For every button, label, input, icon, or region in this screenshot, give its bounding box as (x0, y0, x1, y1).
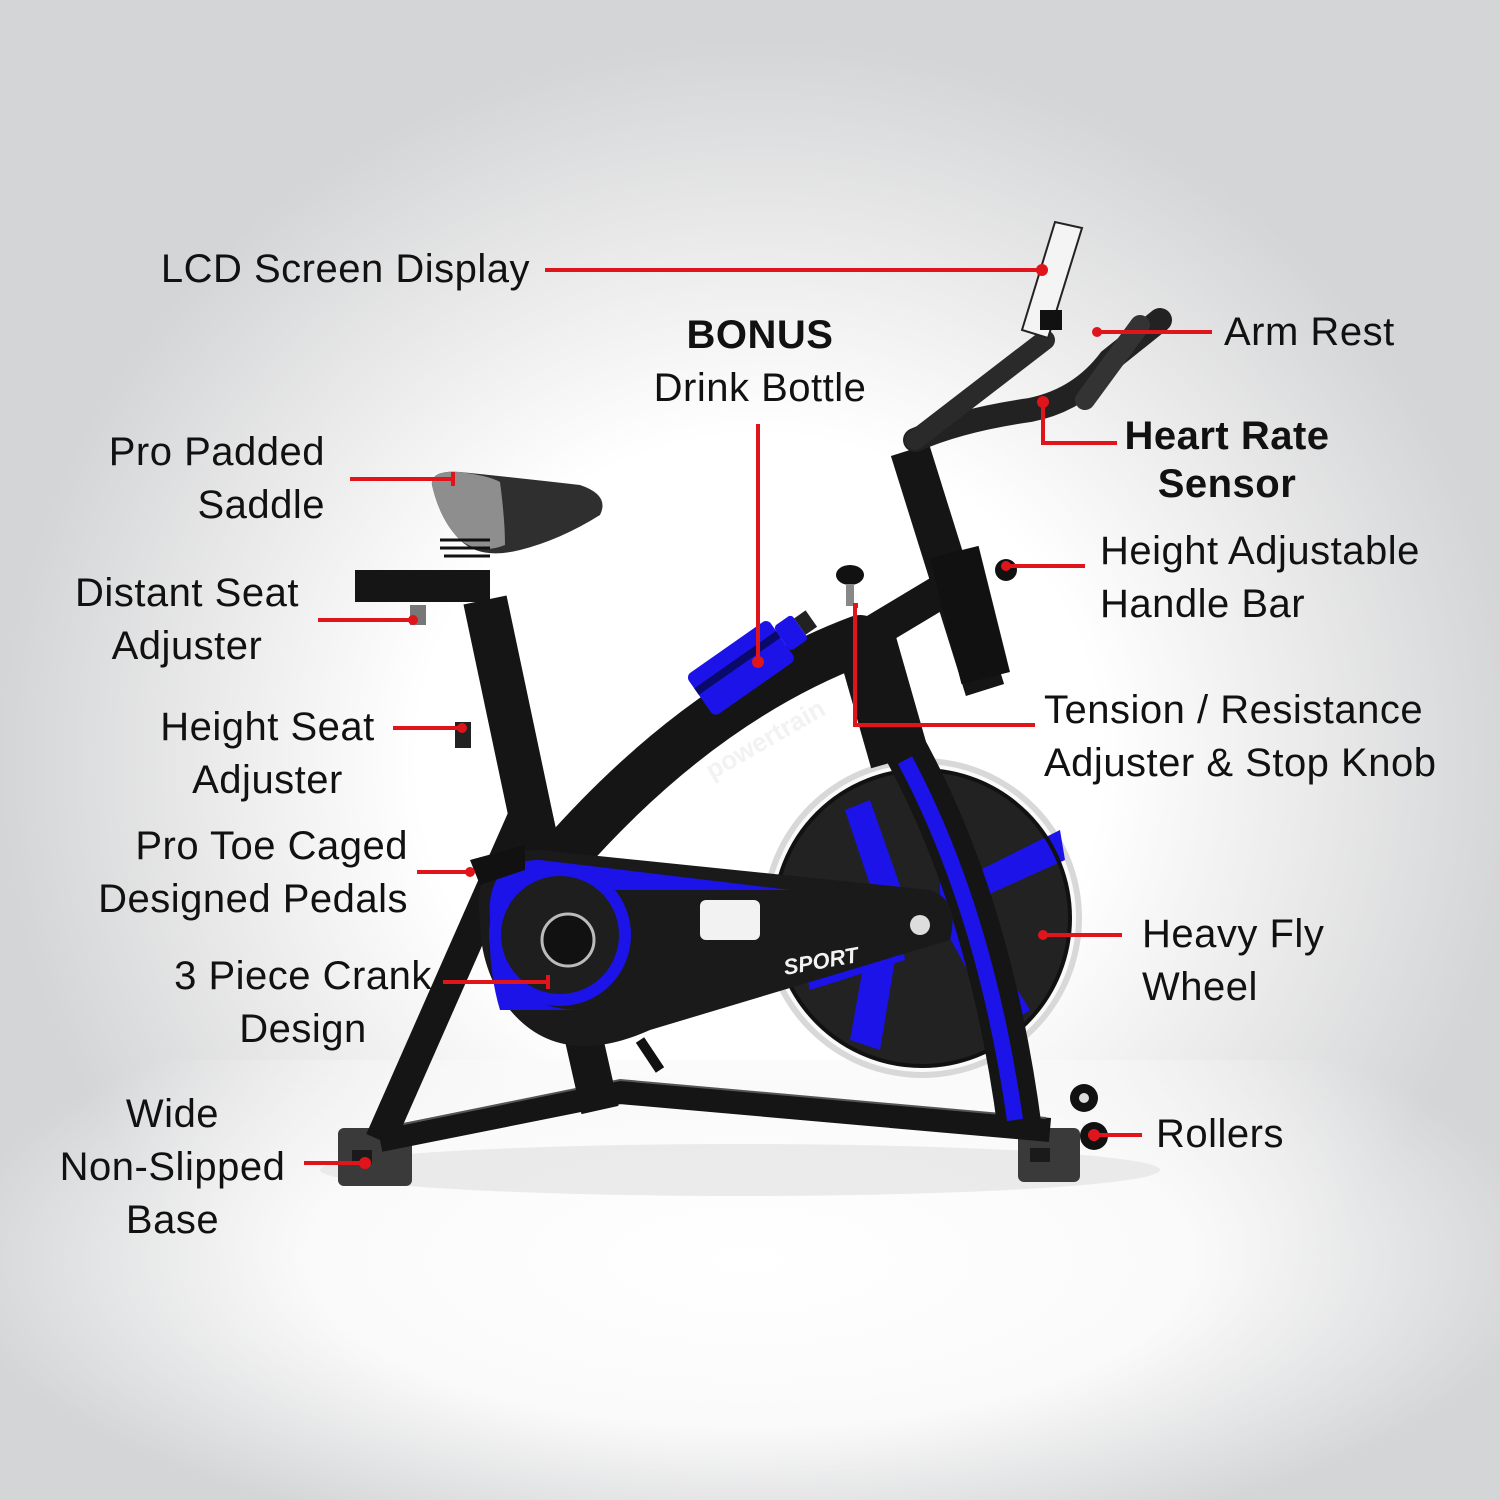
callout-tension-resistance-adjuster: Tension / Resistance Adjuster & Stop Kno… (1044, 684, 1436, 790)
callout-text: Non-Slipped (59, 1145, 286, 1189)
bonus-title: BONUS (686, 313, 834, 357)
callout-text: Pro Padded (108, 430, 325, 474)
callout-text: Tension / Resistance (1044, 688, 1424, 732)
lcd-screen (1020, 220, 1084, 340)
saddle (431, 471, 603, 558)
callout-text: Arm Rest (1224, 310, 1395, 354)
callout-height-adjustable-handle-bar: Height Adjustable Handle Bar (1100, 525, 1420, 631)
callout-rollers: Rollers (1156, 1108, 1284, 1161)
callout-arm-rest: Arm Rest (1224, 306, 1395, 359)
callout-text: Wide (125, 1092, 220, 1136)
callout-text: Adjuster & Stop Knob (1044, 741, 1437, 785)
callout-wide-non-slipped-base: Wide Non-Slipped Base (40, 1088, 305, 1247)
callout-pro-padded-saddle: Pro Padded Saddle (60, 426, 325, 532)
floor-highlight (0, 1060, 1500, 1500)
chain-guard: SPORT (478, 850, 953, 1046)
leader-lines (304, 268, 1212, 1165)
callout-text: Handle Bar (1100, 582, 1306, 626)
callout-text: Distant Seat (75, 571, 299, 615)
callout-heart-rate-sensor: Heart Rate Sensor (1112, 412, 1342, 508)
callout-text: Height Adjustable (1100, 529, 1420, 573)
callout-text: Design (239, 1007, 367, 1051)
callout-3-piece-crank: 3 Piece Crank Design (158, 950, 448, 1056)
callout-text: Heavy Fly (1142, 912, 1325, 956)
callout-text: Adjuster (111, 624, 263, 668)
callout-text: Height Seat (160, 705, 375, 749)
callout-distant-seat-adjuster: Distant Seat Adjuster (62, 567, 312, 673)
callout-text: LCD Screen Display (160, 247, 530, 291)
callout-text: Pro Toe Caged (135, 824, 408, 868)
callout-text: Drink Bottle (653, 366, 867, 410)
callout-text: Wheel (1142, 965, 1258, 1009)
callout-lcd-screen-display: LCD Screen Display (120, 243, 530, 296)
callout-pro-toe-caged-pedals: Pro Toe Caged Designed Pedals (60, 820, 408, 926)
tension-knob (836, 565, 864, 606)
callout-text: Saddle (197, 483, 325, 527)
callout-text: Base (125, 1198, 220, 1242)
callout-text: Heart Rate (1124, 414, 1330, 458)
callout-text: 3 Piece Crank (174, 954, 432, 998)
callout-heavy-fly-wheel: Heavy Fly Wheel (1142, 908, 1324, 1014)
callout-height-seat-adjuster: Height Seat Adjuster (140, 701, 395, 807)
leader-dots (359, 264, 1102, 1169)
callout-text: Rollers (1156, 1112, 1284, 1156)
callout-text: Adjuster (192, 758, 343, 802)
callout-text: Sensor (1157, 462, 1297, 506)
callout-text: Designed Pedals (98, 877, 408, 921)
callout-bonus-drink-bottle: BONUS Drink Bottle (600, 309, 920, 415)
